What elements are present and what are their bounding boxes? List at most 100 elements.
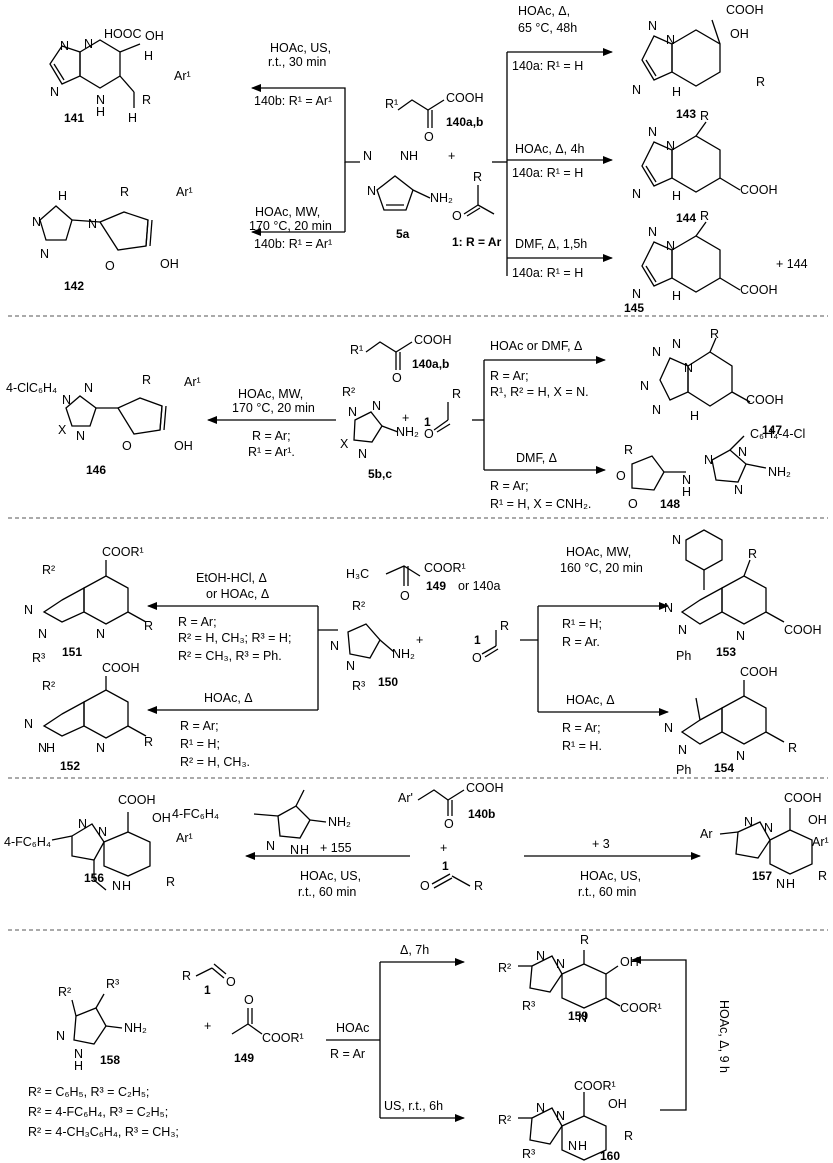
label-156: 156: [84, 871, 104, 885]
svg-text:R: R: [700, 209, 709, 223]
svg-text:R: R: [142, 93, 151, 107]
svg-text:140a: R¹ = H: 140a: R¹ = H: [512, 266, 583, 280]
svg-text:HOAc, US,: HOAc, US,: [270, 41, 331, 55]
svg-text:COOR¹: COOR¹: [102, 545, 144, 559]
section-3: H₃C COOR¹ O 149 or 140a + R O 1 R² N N R…: [24, 529, 822, 777]
svg-text:+: +: [204, 1019, 211, 1033]
svg-text:COOH: COOH: [726, 3, 764, 17]
svg-text:Ar¹: Ar¹: [176, 831, 193, 845]
svg-text:N: N: [640, 379, 649, 393]
svg-text:O: O: [392, 371, 402, 385]
svg-text:R: R: [452, 387, 461, 401]
acid-140ab: R¹ COOH O 140a,b: [385, 91, 484, 144]
svg-text:1: 1: [474, 633, 481, 647]
svg-text:65 °C, 48h: 65 °C, 48h: [518, 21, 577, 35]
label-154: 154: [714, 761, 734, 775]
label-144: 144: [676, 211, 696, 225]
svg-text:R²: R²: [498, 1113, 511, 1127]
svg-text:COOR¹: COOR¹: [424, 561, 466, 575]
svg-text:H: H: [578, 1139, 587, 1153]
product-157: COOH OH Ar N N Ar¹ N H R 157: [700, 791, 829, 891]
svg-text:N: N: [682, 473, 691, 487]
svg-text:N: N: [666, 139, 675, 153]
svg-text:149: 149: [234, 1051, 254, 1065]
svg-text:R: R: [700, 109, 709, 123]
svg-text:O: O: [226, 975, 236, 989]
svg-text:OH: OH: [160, 257, 179, 271]
svg-text:DMF, Δ: DMF, Δ: [516, 451, 557, 465]
svg-text:140b: 140b: [468, 807, 495, 821]
svg-text:+ 155: + 155: [320, 841, 352, 855]
aldehyde-1-5: R 1 O: [182, 963, 236, 997]
product-159: R OH N N R² N R³ COOR¹ 159: [498, 933, 662, 1025]
svg-text:EtOH-HCl, Δ: EtOH-HCl, Δ: [196, 571, 267, 585]
svg-text:O: O: [244, 993, 254, 1007]
svg-text:H: H: [58, 189, 67, 203]
svg-text:R³: R³: [106, 977, 119, 991]
svg-text:N: N: [266, 839, 275, 853]
plus-144: + 144: [776, 257, 808, 271]
svg-text:N: N: [666, 239, 675, 253]
svg-text:N: N: [38, 627, 47, 641]
svg-text:HOAc, US,: HOAc, US,: [580, 869, 641, 883]
svg-text:COOR¹: COOR¹: [574, 1079, 616, 1093]
svg-text:4-ClC₆H₄: 4-ClC₆H₄: [6, 381, 57, 395]
svg-text:R¹ = Ar¹.: R¹ = Ar¹.: [248, 445, 295, 459]
aldehyde-1: R O 1: R = Ar: [452, 170, 502, 249]
svg-text:140a: R¹ = H: 140a: R¹ = H: [512, 166, 583, 180]
svg-text:149: 149: [426, 579, 446, 593]
svg-text:HOAc, MW,: HOAc, MW,: [255, 205, 320, 219]
svg-text:N: N: [664, 721, 673, 735]
svg-text:DMF, Δ, 1,5h: DMF, Δ, 1,5h: [515, 237, 587, 251]
svg-text:H: H: [46, 741, 55, 755]
svg-text:R¹ = H;: R¹ = H;: [180, 737, 220, 751]
section-5: R 1 O R² R³ N N H NH₂ 158 + O COOR¹ 149 …: [28, 933, 731, 1163]
section-4: 4-FC₆H₄ N N H NH₂ + 155 Ar' COOH O 140b …: [4, 781, 829, 899]
svg-text:R¹: R¹: [350, 343, 363, 357]
svg-text:N: N: [74, 1047, 83, 1061]
svg-text:O: O: [444, 817, 454, 831]
svg-text:Δ, 7h: Δ, 7h: [400, 943, 429, 957]
svg-text:N: N: [96, 741, 105, 755]
product-151: R² COOR¹ N N N R³ R 151: [24, 545, 153, 665]
svg-text:R: R: [500, 619, 509, 633]
svg-text:1: 1: [424, 415, 431, 429]
svg-text:O: O: [400, 589, 410, 603]
svg-text:HOOC: HOOC: [104, 27, 142, 41]
svg-text:Ph: Ph: [676, 649, 691, 663]
svg-text:N: N: [358, 447, 367, 461]
svg-text:R² = 4-FC₆H₄, R³ = C₂H₅;: R² = 4-FC₆H₄, R³ = C₂H₅;: [28, 1105, 168, 1119]
svg-text:R: R: [580, 933, 589, 947]
pyrazole-150: R² N N R³ NH₂ 150: [330, 599, 415, 693]
aldehyde-1-3: R O 1: [472, 619, 509, 665]
svg-text:170 °C, 20 min: 170 °C, 20 min: [232, 401, 315, 415]
svg-text:OH: OH: [145, 29, 164, 43]
aminopyrazole: 4-FC₆H₄ N N H NH₂ + 155: [172, 789, 352, 857]
svg-text:N: N: [672, 533, 681, 547]
svg-text:R: R: [144, 619, 153, 633]
svg-text:COOR¹: COOR¹: [620, 1001, 662, 1015]
svg-text:N: N: [363, 149, 372, 163]
svg-text:R: R: [166, 875, 175, 889]
label-146: 146: [86, 463, 106, 477]
svg-text:HOAc, Δ: HOAc, Δ: [566, 693, 615, 707]
acid-140b: Ar' COOH O 140b: [398, 781, 504, 831]
svg-text:R: R: [710, 327, 719, 341]
svg-text:H: H: [672, 85, 681, 99]
svg-text:170 °C, 20 min: 170 °C, 20 min: [249, 219, 332, 233]
svg-text:X: X: [58, 423, 67, 437]
svg-text:R: R: [473, 170, 482, 184]
svg-text:N: N: [704, 453, 713, 467]
svg-text:R²: R²: [342, 385, 355, 399]
svg-text:140a: R¹ = H: 140a: R¹ = H: [512, 59, 583, 73]
svg-text:HOAc or DMF, Δ: HOAc or DMF, Δ: [490, 339, 582, 353]
svg-text:4-FC₆H₄: 4-FC₆H₄: [4, 835, 51, 849]
svg-text:+ 3: + 3: [592, 837, 610, 851]
svg-text:N: N: [96, 627, 105, 641]
product-156: COOH OH 4-FC₆H₄ N N Ar¹ N H R 156: [4, 793, 193, 893]
svg-text:N: N: [738, 445, 747, 459]
svg-text:4-FC₆H₄: 4-FC₆H₄: [172, 807, 219, 821]
svg-text:R¹ = H, X = CNH₂.: R¹ = H, X = CNH₂.: [490, 497, 591, 511]
svg-text:NH₂: NH₂: [430, 191, 453, 205]
